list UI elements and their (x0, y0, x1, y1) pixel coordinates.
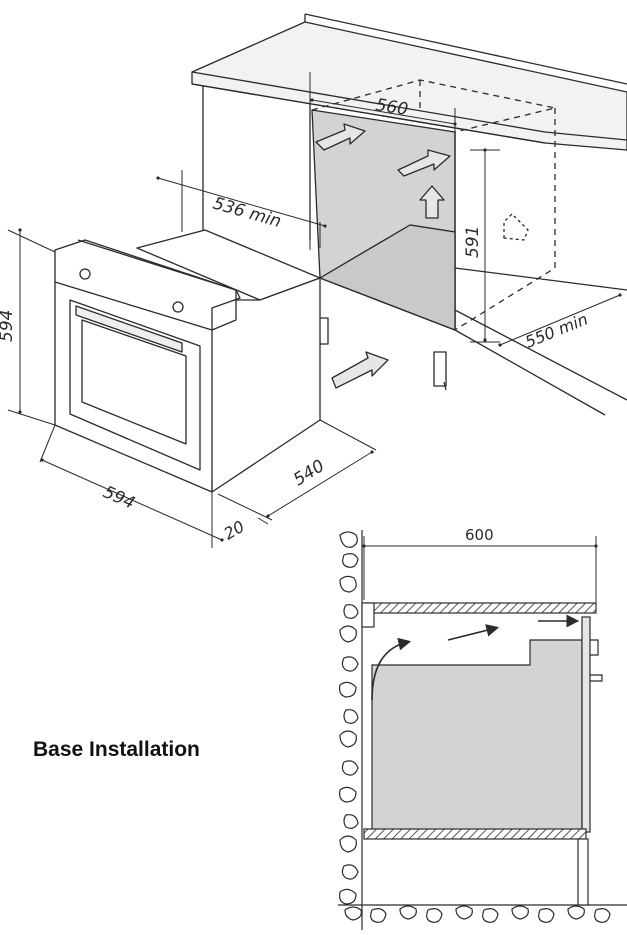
section-base-shelf (363, 828, 587, 840)
stone-floor (338, 904, 627, 923)
oven-knob-left (79, 268, 91, 280)
section-plinth (577, 838, 589, 906)
label-section-depth: 600 (465, 526, 494, 544)
cavity-floor (319, 224, 456, 331)
label-front-thickness: 20 (221, 517, 248, 544)
label-oven-width: 594 (100, 482, 138, 513)
section-worktop (363, 602, 597, 614)
stone-wall (338, 530, 363, 930)
vent-arrows (315, 123, 529, 389)
label-oven-height: 594 (0, 310, 17, 342)
oven (54, 229, 321, 493)
oven-side (209, 277, 321, 493)
oven-window (81, 319, 187, 445)
caption-base-installation: Base Installation (33, 738, 200, 761)
section-dimension-600 (362, 536, 598, 605)
label-cavity-height: 591 (463, 226, 483, 258)
oven-handle (75, 305, 183, 353)
oven-knob-right (172, 301, 184, 313)
airflow-arrows (371, 614, 580, 701)
label-oven-depth: 540 (290, 456, 328, 490)
section-oven-front (581, 616, 591, 833)
label-cavity-width: 560 (374, 95, 409, 120)
label-cavity-side: 550 min (522, 309, 590, 351)
section-view (338, 530, 627, 930)
dimension-lines (7, 72, 622, 548)
section-oven-body (371, 639, 583, 833)
perspective-view (7, 13, 627, 548)
label-cavity-depth: 536 min (211, 194, 284, 232)
